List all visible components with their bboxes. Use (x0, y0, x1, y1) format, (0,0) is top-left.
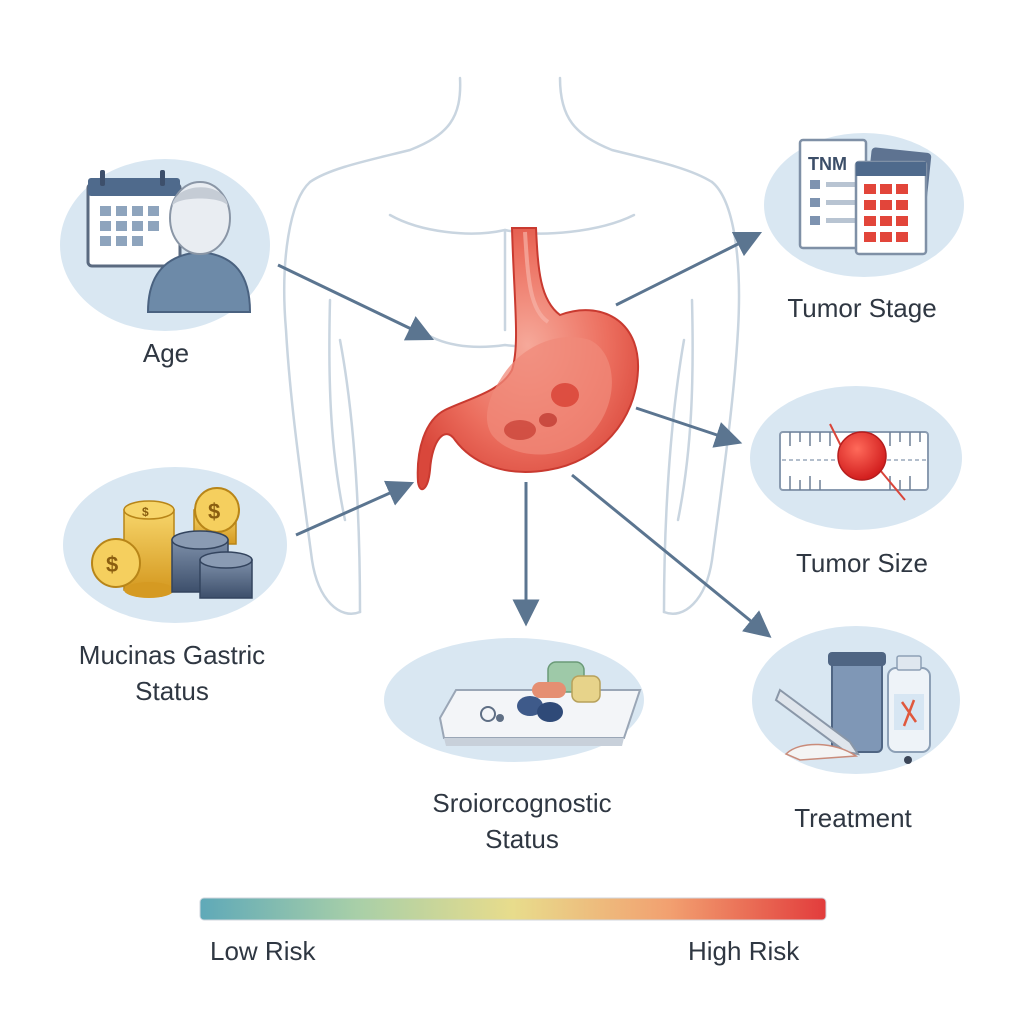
tnm-badge: TNM (808, 154, 847, 174)
treatment-icon (752, 626, 960, 774)
label-mucinous-line2: Status (135, 676, 209, 706)
label-treatment: Treatment (794, 803, 912, 833)
label-prognostic-line1: Sroiorcognostic (432, 788, 612, 818)
pill-tray-icon (384, 638, 644, 762)
label-low-risk: Low Risk (210, 936, 316, 966)
arrow-age (277, 263, 435, 341)
coins-icon: $ $ $ (63, 467, 287, 623)
arrow-treatment (571, 473, 772, 638)
label-age: Age (142, 338, 190, 368)
svg-text:$: $ (208, 499, 220, 524)
age-icon (60, 159, 270, 331)
tumor-stage-icon: TNM (764, 133, 964, 277)
svg-text:$: $ (106, 552, 118, 577)
influence-arrows (277, 231, 772, 638)
label-mucinous-line1: Mucinas Gastric (78, 640, 266, 670)
risk-gradient-bar (199, 897, 827, 921)
label-prognostic-line2: Status (485, 824, 559, 854)
ruler-tumor-icon (750, 386, 962, 530)
label-tumor-stage: Tumor Stage (787, 293, 937, 323)
arrow-tumor-stage (615, 231, 763, 307)
arrow-mucinous (295, 480, 415, 537)
stomach-illustration (416, 227, 640, 491)
label-tumor-size: Tumor Size (796, 548, 928, 578)
label-high-risk: High Risk (688, 936, 800, 966)
arrow-tumor-size (635, 406, 743, 448)
torso-outline (283, 76, 741, 615)
svg-text:$: $ (142, 505, 149, 519)
